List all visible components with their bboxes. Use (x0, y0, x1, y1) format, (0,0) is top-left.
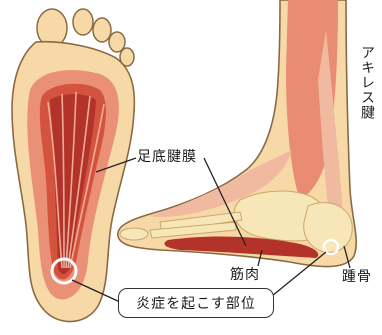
label-muscle: 筋肉 (230, 268, 260, 282)
toe-bone (120, 228, 148, 240)
label-plantar-fascia: 足底腱膜 (137, 150, 197, 164)
label-calcaneus: 踵骨 (342, 270, 372, 284)
calcaneus-bone (304, 203, 352, 253)
third-toe (93, 18, 111, 42)
second-toe (73, 9, 93, 35)
label-achilles-tendon: アキレス腱 (360, 45, 374, 120)
callout-inflammation-site: 炎症を起こす部位 (118, 288, 274, 318)
